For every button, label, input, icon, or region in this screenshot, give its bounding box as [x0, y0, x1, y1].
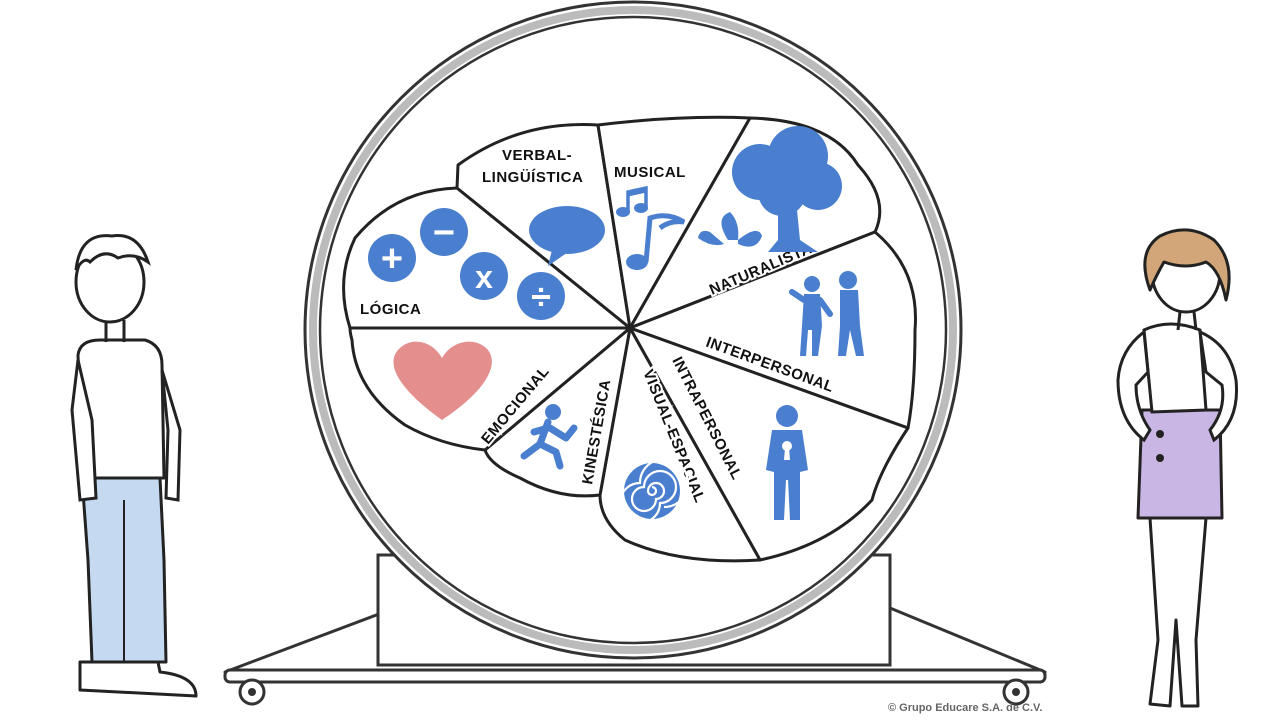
- segment-intrapersonal: [628, 326, 910, 562]
- times-symbol: x: [475, 259, 493, 295]
- tree-butterfly-icon: [698, 126, 842, 252]
- woman-figure: [1116, 228, 1239, 708]
- math-operators-icon: + − x ÷: [368, 208, 565, 320]
- two-people-icon: [789, 271, 864, 356]
- man-figure: [70, 234, 198, 698]
- music-notes-icon: [616, 185, 686, 270]
- runner-icon: [520, 404, 578, 470]
- minus-symbol: −: [433, 212, 455, 254]
- label-verbal-line2: LINGÜÍSTICA: [482, 169, 583, 186]
- label-logica: LÓGICA: [360, 300, 421, 318]
- heart-icon: [393, 341, 492, 420]
- speech-bubble-icon: [529, 206, 605, 266]
- plus-symbol: +: [381, 238, 403, 280]
- label-verbal-line1: VERBAL-: [502, 147, 572, 164]
- person-keyhole-icon: [766, 405, 808, 520]
- divide-symbol: ÷: [531, 276, 551, 317]
- spiral-icon: [618, 457, 690, 525]
- label-musical: MUSICAL: [614, 164, 686, 181]
- copyright-text: © Grupo Educare S.A. de C.V.: [888, 702, 1042, 714]
